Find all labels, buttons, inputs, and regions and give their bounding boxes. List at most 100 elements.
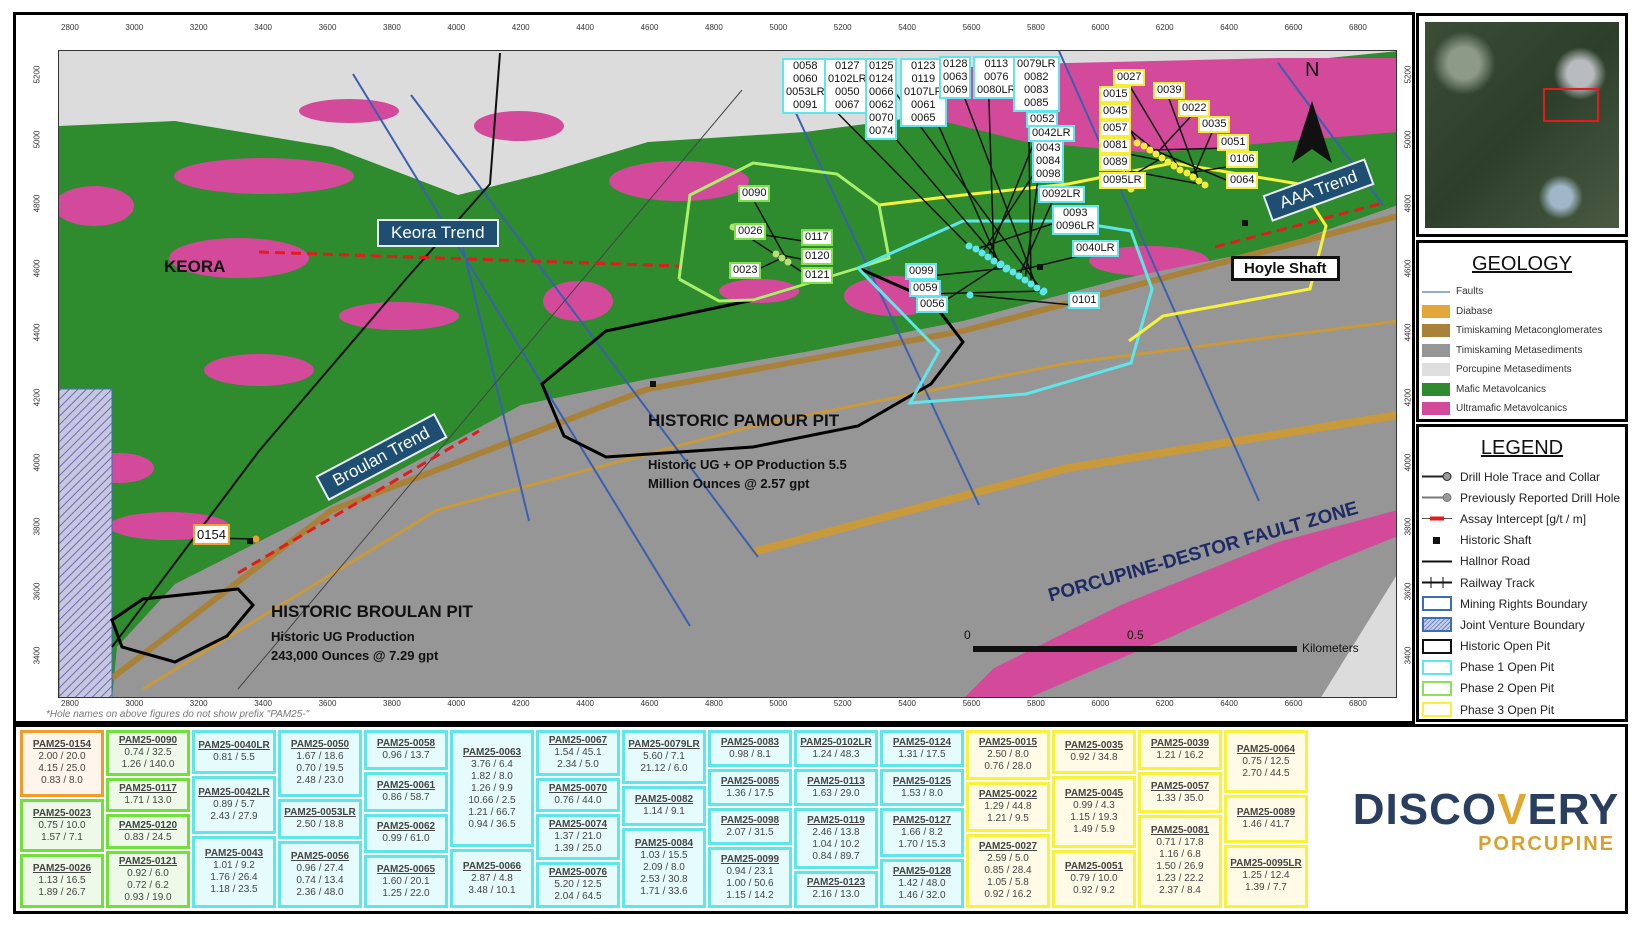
legend-item: Previously Reported Drill Hole [1419,487,1625,508]
drill-hole-label[interactable]: 0128 0063 0069 [939,56,972,99]
drill-hole-label[interactable]: 0095LR [1099,172,1146,189]
drill-hole-label[interactable]: 0079LR 0082 0083 0085 [1013,56,1060,112]
drill-hole-label[interactable]: 0027 [1113,69,1146,86]
drill-collar [1158,154,1166,162]
drill-hole-label[interactable]: 0099 [905,263,938,280]
drill-hole-label[interactable]: 0042LR [1028,125,1075,142]
assay-value: 10.66 / 2.5 [468,794,516,806]
drill-hole-label[interactable]: 0022 [1178,100,1211,117]
drill-hole-label[interactable]: 0023 [729,262,762,279]
drill-hole-label[interactable]: 0117 [801,229,833,246]
drill-hole-label[interactable]: 0040LR [1072,240,1119,257]
drill-hole-label[interactable]: 0058 0060 0053LR 0091 [782,58,829,114]
geology-item-label: Ultramafic Metavolcanics [1456,403,1568,415]
x-tick-label: 4800 [705,699,723,708]
drill-hole-label[interactable]: 0125 0124 0066 0062 0070 0074 [865,58,898,140]
assay-value: 1.26 / 140.0 [121,758,175,770]
drill-hole-label[interactable]: 0120 [801,248,834,265]
location-minimap[interactable] [1416,13,1628,237]
drill-hole-label[interactable]: 0056 [916,296,949,313]
drill-hole-label[interactable]: 0127 0102LR 0050 0067 [824,58,871,114]
drill-hole-label[interactable]: 0093 0096LR [1052,205,1099,235]
drill-hole-label[interactable]: 0121 [801,267,834,284]
drill-hole-label[interactable]: 0051 [1217,134,1250,151]
drill-hole-label[interactable]: 0154 [193,524,230,545]
drill-hole-label[interactable]: 0064 [1226,172,1259,189]
drill-hole-label[interactable]: 0039 [1153,82,1186,99]
drill-hole-label[interactable]: 0106 [1226,151,1259,168]
keora-trend-label: Keora Trend [377,219,499,247]
drill-hole-label[interactable]: 0045 [1099,103,1132,120]
drill-hole-label[interactable]: 0043 0084 0098 [1032,140,1065,183]
drill-hole-label[interactable]: 0026 [734,223,767,240]
drill-hole-name: PAM25-0095LR [1230,858,1302,870]
drill-hole-label[interactable]: 0059 [909,280,942,297]
drill-hole-label[interactable]: 0089 [1099,154,1132,171]
geology-title: GEOLOGY [1471,253,1573,275]
assay-value: 5.60 / 7.1 [643,750,685,762]
drill-hole-label[interactable]: 0057 [1099,120,1132,137]
drill-hole-label[interactable]: 0035 [1198,116,1231,133]
drill-hole-label[interactable]: 0092LR [1038,186,1085,203]
drill-hole-label[interactable]: 0015 [1099,86,1132,103]
drill-hole-label[interactable]: 0101 [1068,292,1101,309]
drill-hole-label[interactable]: 0081 [1099,137,1132,154]
assay-value: 1.39 / 7.7 [1245,882,1287,894]
assay-value: 2.16 / 13.0 [812,889,860,901]
drill-hole-label[interactable]: 0090 [738,185,771,202]
drill-hole-label[interactable]: 0113 0076 0080LR [973,56,1020,99]
geology-map[interactable]: N 0 0.5 Kilometers KEORA Keora Trend Bro… [58,50,1397,698]
